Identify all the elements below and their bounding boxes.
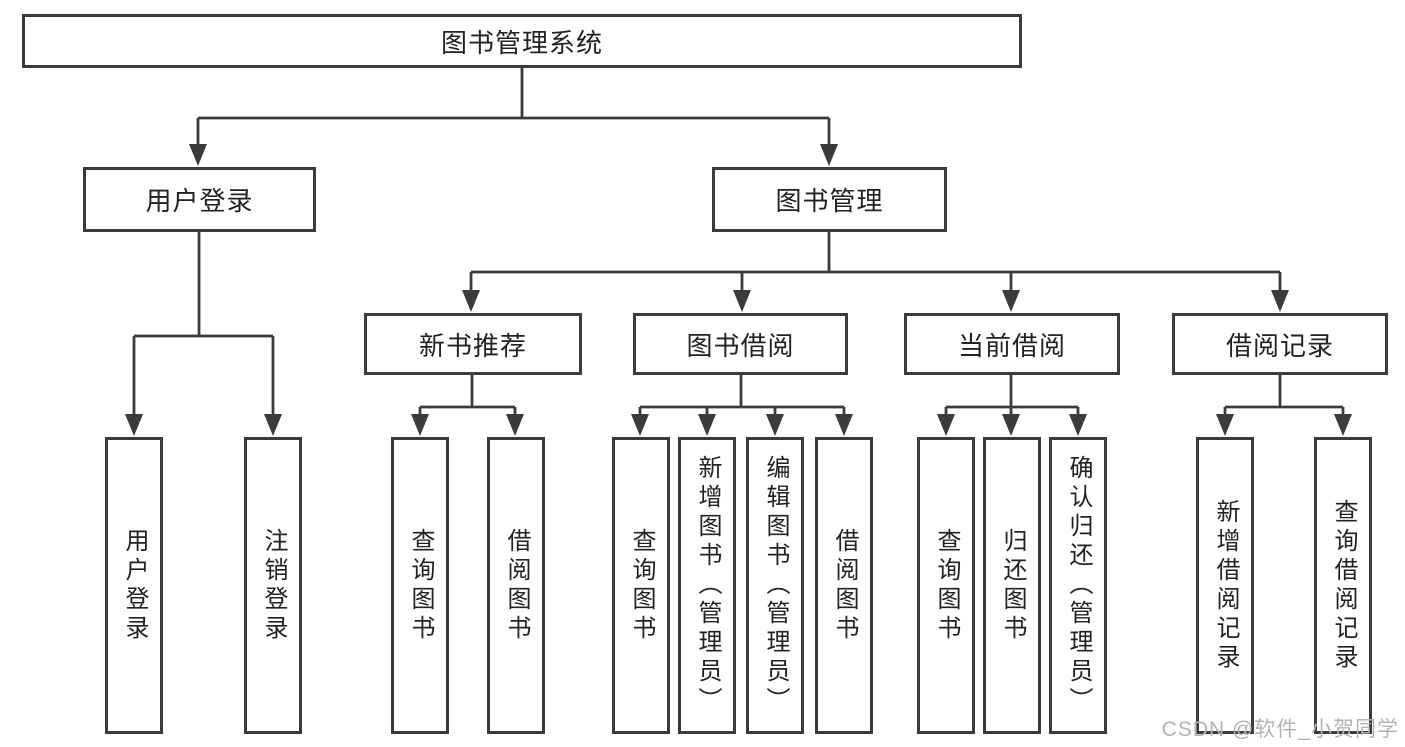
leaf-logout: 注销登录 (244, 437, 302, 734)
leaf-records-query-borrow-record: 查询借阅记录 (1314, 437, 1372, 734)
node-current-borrowing: 当前借阅 (904, 313, 1120, 375)
leaf-user-login-label: 用户登录 (121, 527, 148, 644)
leaf-current-query-books: 查询图书 (917, 437, 975, 734)
node-book-management: 图书管理 (712, 167, 947, 232)
leaf-borrowing-query-books-label: 查询图书 (628, 527, 655, 644)
leaf-borrowing-edit-books-admin: 编辑图书（管理员） (746, 437, 804, 734)
leaf-current-confirm-return-admin-label: 确认归还（管理员） (1065, 455, 1092, 716)
arrowheads (125, 144, 1352, 436)
leaf-borrowing-add-books-admin-label: 新增图书（管理员） (694, 455, 721, 716)
leaf-borrowing-borrow-books: 借阅图书 (815, 437, 873, 734)
leaf-current-confirm-return-admin: 确认归还（管理员） (1049, 437, 1107, 734)
leaf-records-add-borrow-record: 新增借阅记录 (1196, 437, 1254, 734)
leaf-borrowing-borrow-books-label: 借阅图书 (831, 527, 858, 644)
node-root-system: 图书管理系统 (22, 14, 1022, 68)
node-book-borrowing-label: 图书借阅 (686, 330, 795, 361)
node-borrowing-records-label: 借阅记录 (1225, 330, 1334, 361)
leaf-newbooks-borrow-books-label: 借阅图书 (503, 527, 530, 644)
node-new-book-recommend-label: 新书推荐 (418, 330, 527, 361)
leaf-borrowing-edit-books-admin-label: 编辑图书（管理员） (762, 455, 789, 716)
leaf-records-add-borrow-record-label: 新增借阅记录 (1212, 498, 1239, 673)
leaf-logout-label: 注销登录 (260, 527, 287, 644)
leaf-newbooks-query-books-label: 查询图书 (407, 527, 434, 644)
node-book-borrowing: 图书借阅 (633, 313, 848, 375)
leaf-newbooks-query-books: 查询图书 (391, 437, 449, 734)
leaf-user-login: 用户登录 (105, 437, 163, 734)
node-new-book-recommend: 新书推荐 (364, 313, 582, 375)
leaf-borrowing-add-books-admin: 新增图书（管理员） (678, 437, 736, 734)
leaf-current-return-books-label: 归还图书 (999, 527, 1026, 644)
leaf-newbooks-borrow-books: 借阅图书 (487, 437, 545, 734)
csdn-watermark: CSDN @软件_小贺同学 (1161, 718, 1399, 741)
leaf-borrowing-query-books: 查询图书 (612, 437, 670, 734)
node-borrowing-records: 借阅记录 (1172, 313, 1388, 375)
node-root-label: 图书管理系统 (440, 27, 603, 58)
leaf-current-query-books-label: 查询图书 (933, 527, 960, 644)
node-user-login: 用户登录 (83, 167, 316, 232)
leaf-current-return-books: 归还图书 (983, 437, 1041, 734)
node-user-login-label: 用户登录 (145, 186, 254, 216)
leaf-records-query-borrow-record-label: 查询借阅记录 (1330, 498, 1357, 673)
node-book-management-label: 图书管理 (775, 186, 884, 216)
node-current-borrowing-label: 当前借阅 (957, 330, 1066, 361)
